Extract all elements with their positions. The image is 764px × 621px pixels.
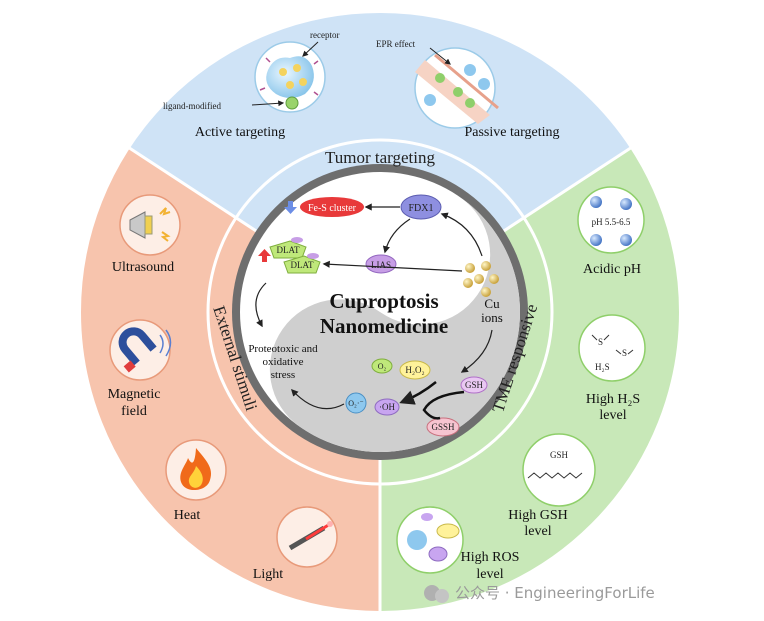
magnet-icon [109, 319, 172, 381]
increase-arrow [258, 249, 271, 262]
svg-text:S: S [622, 348, 627, 358]
fes-cluster-label: Fe-S cluster [308, 203, 357, 214]
hydroxyl-node [374, 398, 400, 416]
cu-ions-label-line1: Cu [484, 296, 500, 311]
gsh-label: GSH [465, 380, 484, 390]
fdx1-node [400, 194, 442, 220]
high-h2s-label-line1: High H₂S [586, 392, 640, 407]
high-ros-label-line2: level [476, 567, 503, 582]
gssh-node [426, 417, 460, 437]
gsh-molecule-icon: GSH [522, 433, 596, 507]
gsh-node [460, 376, 488, 394]
center-title-line2: Nanomedicine [320, 314, 448, 338]
ultrasound-icon [119, 194, 181, 256]
active-targeting-illustration [254, 41, 326, 113]
o2-node [371, 358, 393, 374]
magnetic-field-label-line2: field [121, 404, 147, 419]
high-ros-label-line1: High ROS [461, 550, 520, 565]
sector-tumor-targeting [129, 12, 631, 312]
epr-effect-label: EPR effect [376, 39, 416, 49]
inner-gray-region [269, 197, 520, 452]
gssh-label: GSSH [431, 422, 455, 432]
high-gsh-label-line2: level [524, 524, 551, 539]
laser-icon [276, 506, 338, 568]
high-h2s-label-line2: level [599, 408, 626, 423]
dlat-label-1: DLAT [277, 245, 300, 255]
dlat-node-2 [283, 255, 321, 274]
hydroxyl-label: ·OH [379, 402, 395, 412]
fes-cluster-node [300, 197, 364, 217]
dlat-node-1 [269, 240, 307, 259]
receptor-label: receptor [310, 30, 339, 40]
light-label: Light [253, 567, 283, 582]
svg-text:S: S [598, 337, 603, 347]
active-targeting-label: Active targeting [195, 125, 285, 140]
watermark: 公众号 · EngineeringForLife [424, 584, 655, 603]
magnetic-field-label-line1: Magnetic [108, 387, 161, 402]
watermark-text: 公众号 · EngineeringForLife [455, 584, 655, 602]
superoxide-label: O₂·⁻ [348, 399, 363, 408]
h2s-icon: S S H₂S [578, 314, 646, 382]
ultrasound-label: Ultrasound [112, 260, 174, 275]
cu-ions-label-line2: ions [481, 310, 503, 325]
dlat-label-2: DLAT [291, 260, 314, 270]
heat-label: Heat [174, 508, 201, 523]
flame-icon [165, 439, 227, 501]
lias-label: LIAS [371, 260, 391, 270]
cu-ions-cluster [463, 261, 499, 297]
h2o2-node [399, 360, 431, 380]
gsh-molecule-name: GSH [550, 450, 569, 460]
stress-label-line1: Proteotoxic and [248, 343, 318, 355]
stress-label-line2: oxidative [263, 356, 304, 368]
h2o2-label: H₂O₂ [405, 365, 424, 375]
high-gsh-label-line1: High GSH [508, 508, 568, 523]
stress-label-line3: stress [271, 369, 295, 381]
decrease-arrow [284, 201, 297, 214]
section-title-tumor-targeting: Tumor targeting [325, 148, 436, 167]
ligand-modified-label: ligand-modified [163, 101, 221, 111]
ros-icon [396, 506, 464, 574]
acidic-ph-icon: pH 5.5-6.5 [577, 186, 645, 254]
o2-label: O₂ [378, 362, 387, 371]
center-title-line1: Cuproptosis [329, 289, 438, 313]
superoxide-node [345, 392, 367, 414]
fdx1-label: FDX1 [408, 203, 433, 214]
passive-targeting-label: Passive targeting [464, 125, 559, 140]
svg-text:H₂S: H₂S [595, 362, 610, 372]
passive-targeting-illustration [414, 47, 499, 129]
acidic-ph-label: Acidic pH [583, 262, 641, 277]
lias-node [365, 254, 397, 274]
ph-range-text: pH 5.5-6.5 [592, 217, 631, 227]
